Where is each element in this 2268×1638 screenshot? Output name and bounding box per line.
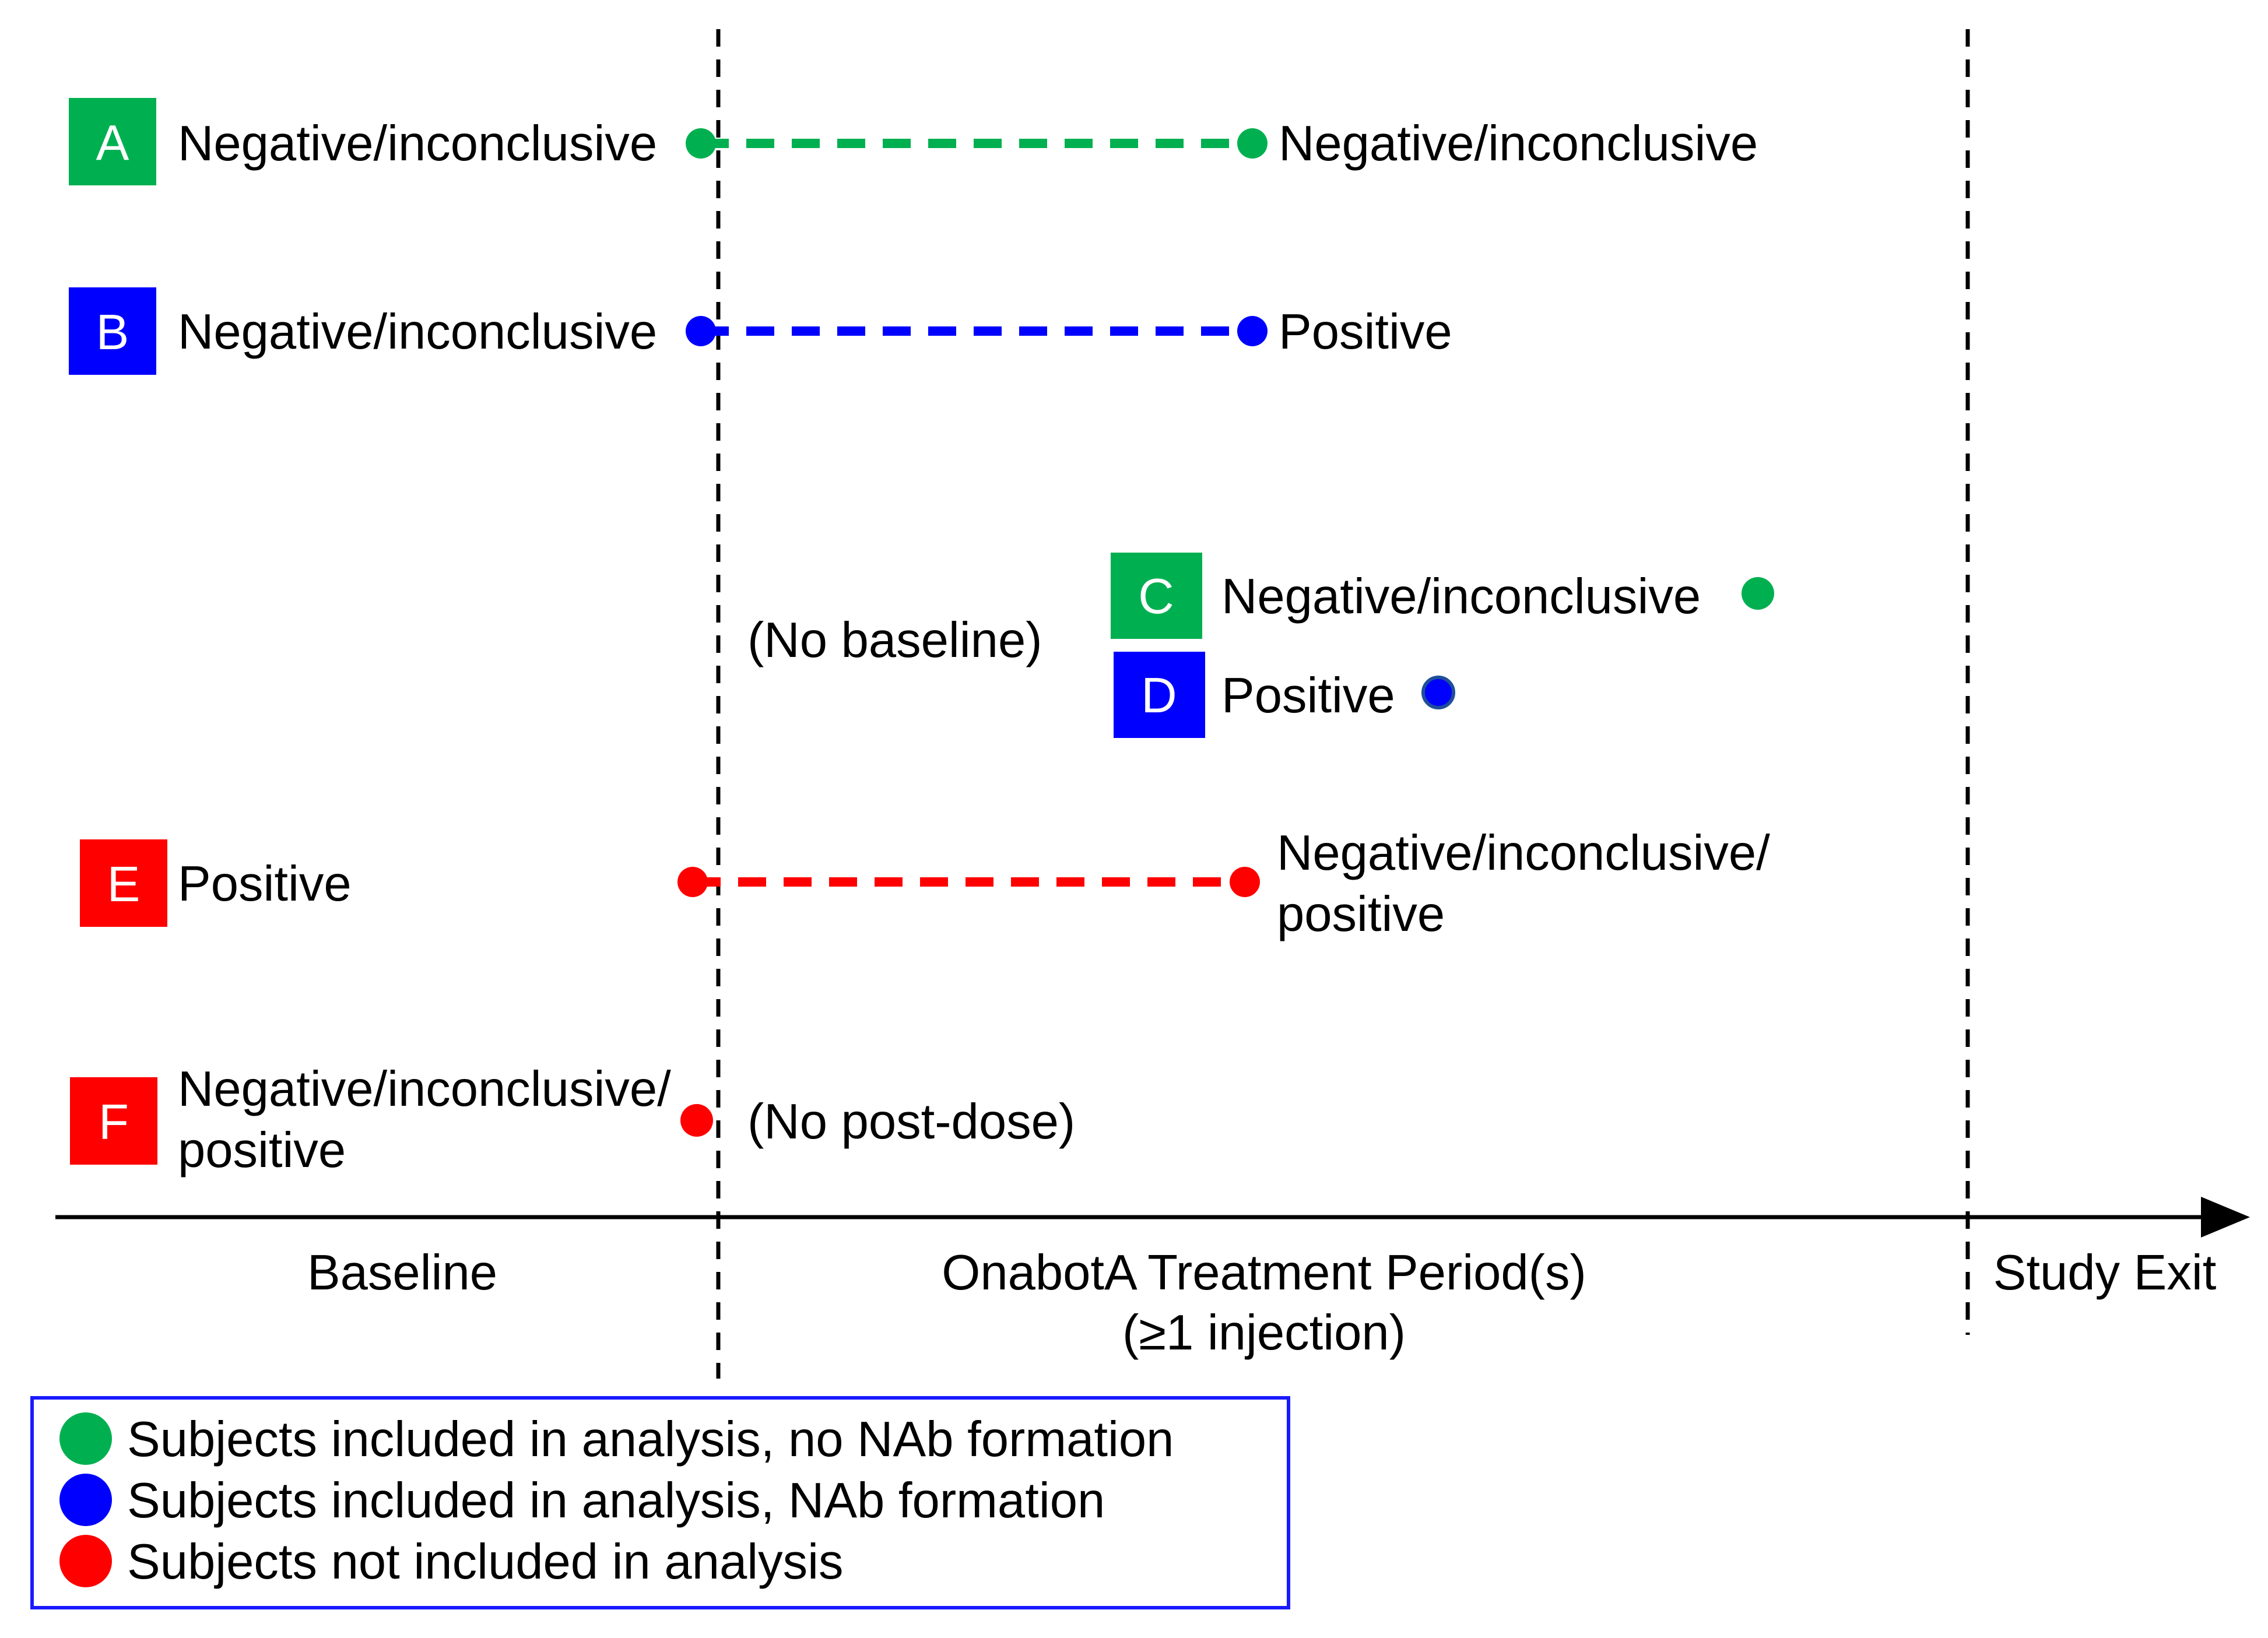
legend: Subjects included in analysis, no NAb fo… — [30, 1396, 1290, 1609]
row-c-post-point — [1742, 577, 1774, 610]
row-e-baseline-point — [677, 867, 708, 897]
badge-a — [69, 98, 156, 185]
axis-label-treatment-line2: (≥1 injection) — [1122, 1305, 1406, 1361]
legend-red-dot — [59, 1535, 112, 1587]
row-e-post-point — [1230, 867, 1260, 897]
axis-label-baseline: Baseline — [307, 1245, 497, 1300]
legend-box — [30, 1396, 1290, 1609]
no-baseline-note: (No baseline) — [747, 613, 1042, 668]
row-e-baseline-result: Positive — [178, 856, 352, 912]
legend-item-not-included: Subjects not included in analysis — [127, 1534, 844, 1590]
row-d-post-result: Positive — [1221, 668, 1395, 723]
row-b-baseline-point — [686, 316, 716, 346]
badge-c — [1111, 553, 1202, 639]
legend-green-dot — [59, 1412, 112, 1465]
badge-c-letter: C — [1138, 569, 1174, 624]
row-f-baseline-result-line2: positive — [178, 1123, 346, 1178]
row-f-baseline-point — [680, 1104, 713, 1137]
badge-b — [69, 287, 156, 375]
row-b-baseline-result: Negative/inconclusive — [178, 304, 657, 360]
row-e-post-result-line1: Negative/inconclusive/ — [1277, 825, 1770, 881]
badge-e — [80, 839, 167, 927]
row-b-post-point — [1237, 316, 1268, 346]
legend-blue-dot — [59, 1474, 112, 1526]
row-c-post-result: Negative/inconclusive — [1221, 569, 1701, 624]
badge-d-letter: D — [1141, 668, 1177, 723]
badge-f-letter: F — [99, 1095, 129, 1150]
axis-label-treatment-line1: OnabotA Treatment Period(s) — [942, 1245, 1586, 1300]
badge-b-letter: B — [96, 305, 129, 360]
axis-label-study-exit: Study Exit — [1993, 1245, 2217, 1300]
row-a-baseline-point — [686, 128, 716, 159]
row-a-post-result: Negative/inconclusive — [1279, 116, 1758, 171]
legend-item-nab: Subjects included in analysis, NAb forma… — [127, 1473, 1105, 1528]
row-d-post-point — [1421, 676, 1455, 709]
no-post-dose-note: (No post-dose) — [747, 1094, 1075, 1150]
row-f-baseline-result-line1: Negative/inconclusive/ — [178, 1061, 671, 1117]
row-a-baseline-result: Negative/inconclusive — [178, 116, 657, 171]
row-a-post-point — [1237, 128, 1268, 159]
badge-a-letter: A — [96, 115, 129, 171]
row-e-post-result-line2: positive — [1277, 887, 1445, 942]
badge-d — [1114, 652, 1205, 738]
badge-e-letter: E — [107, 857, 141, 912]
badge-f — [70, 1077, 157, 1165]
row-b-post-result: Positive — [1279, 304, 1452, 360]
legend-item-no-nab: Subjects included in analysis, no NAb fo… — [127, 1412, 1174, 1467]
